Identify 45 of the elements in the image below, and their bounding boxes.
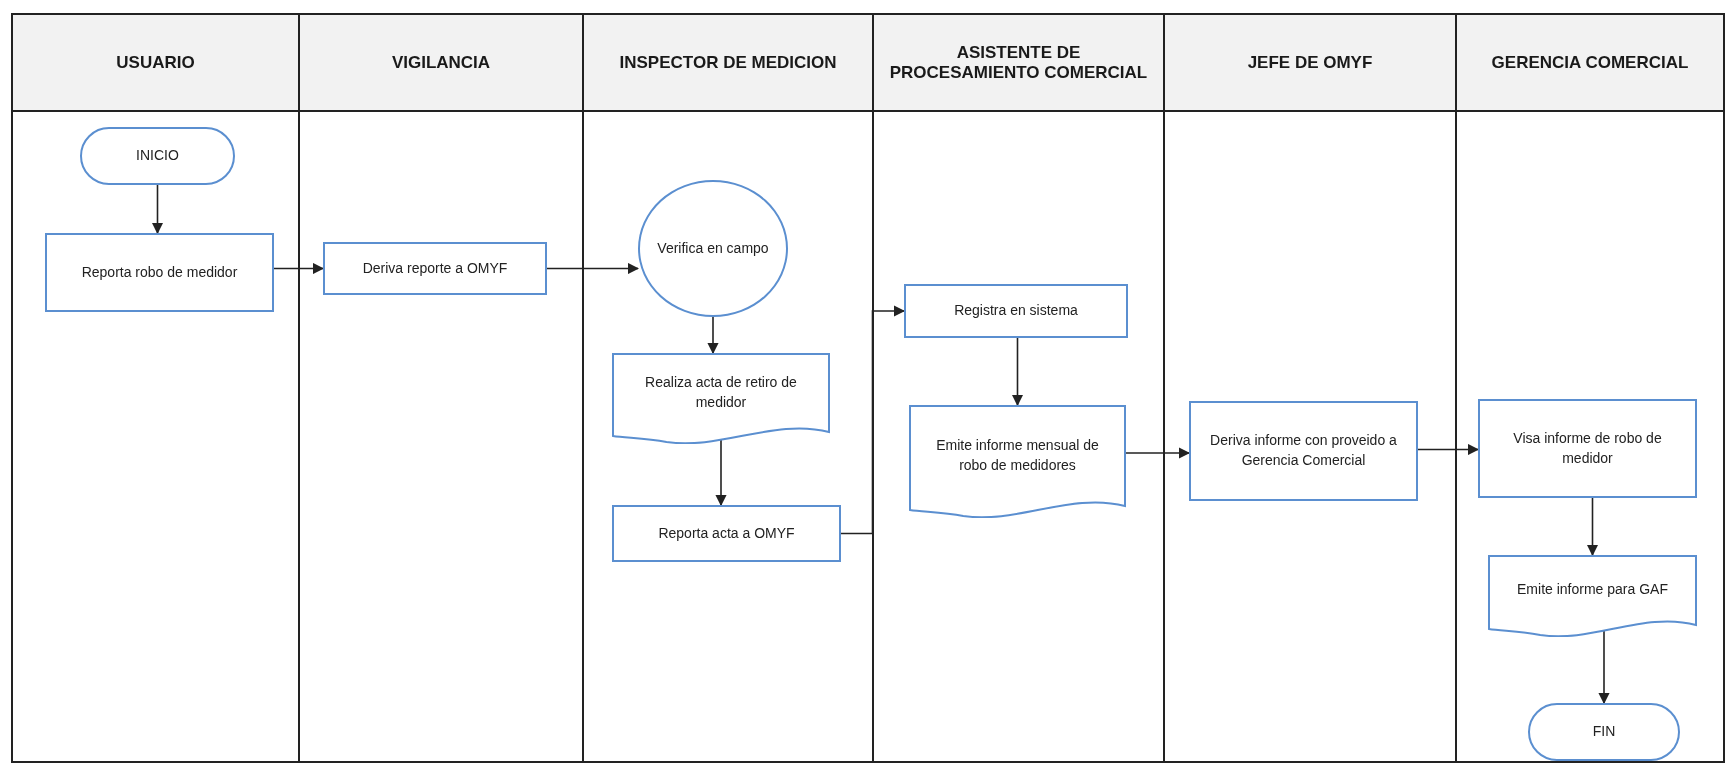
swimlane <box>1457 13 1725 763</box>
swimlane <box>874 13 1165 763</box>
process-box <box>45 233 274 312</box>
process-box <box>612 505 841 562</box>
step-text: Reporta acta a OMYF <box>658 523 795 543</box>
arrow <box>1417 443 1480 456</box>
swimlane <box>11 13 300 763</box>
document-shape <box>612 353 830 444</box>
lane-header: GERENCIA COMERCIAL <box>1457 15 1723 112</box>
arrow <box>840 305 906 535</box>
lane-header: ASISTENTE DE PROCESAMIENTO COMERCIAL <box>874 15 1163 112</box>
step-text: Registra en sistema <box>954 301 1078 321</box>
swimlane <box>300 13 584 763</box>
swimlane <box>584 13 874 763</box>
step-text: FIN <box>1592 722 1616 742</box>
lane-header: JEFE DE OMYF <box>1165 15 1455 112</box>
document-shape <box>1488 555 1697 637</box>
arrow <box>1125 447 1191 459</box>
step-text: Realiza acta de retiro de medidor <box>644 372 798 412</box>
step-text: Visa informe de robo de medidor <box>1512 428 1663 468</box>
arrow <box>1598 630 1610 705</box>
document-shape <box>909 405 1126 518</box>
process-box <box>904 284 1128 338</box>
process-box <box>1478 399 1697 498</box>
arrow <box>1586 497 1599 557</box>
terminal-box <box>1528 703 1680 761</box>
swimlane <box>1165 13 1457 763</box>
step-text: Emite informe mensual de robo de medidores <box>935 435 1100 475</box>
arrow <box>707 316 719 355</box>
arrow <box>1011 337 1024 407</box>
step-text: Deriva informe con proveido a Gerencia Comercial <box>1209 431 1398 470</box>
step-text: INICIO <box>136 146 179 166</box>
terminal-box <box>80 127 235 185</box>
step-text: Deriva reporte a OMYF <box>362 258 508 278</box>
lane-header: INSPECTOR DE MEDICION <box>584 15 872 112</box>
lane-header: USUARIO <box>13 15 298 112</box>
arrow <box>273 262 325 275</box>
arrow <box>151 184 164 235</box>
step-text: Emite informe para GAF <box>1517 580 1668 600</box>
arrow <box>546 262 640 275</box>
process-box <box>323 242 547 295</box>
step-text: Verifica en campo <box>657 238 769 258</box>
step-text: Reporta robo de medidor <box>81 262 238 282</box>
process-box <box>1189 401 1418 501</box>
lane-header: VIGILANCIA <box>300 15 582 112</box>
